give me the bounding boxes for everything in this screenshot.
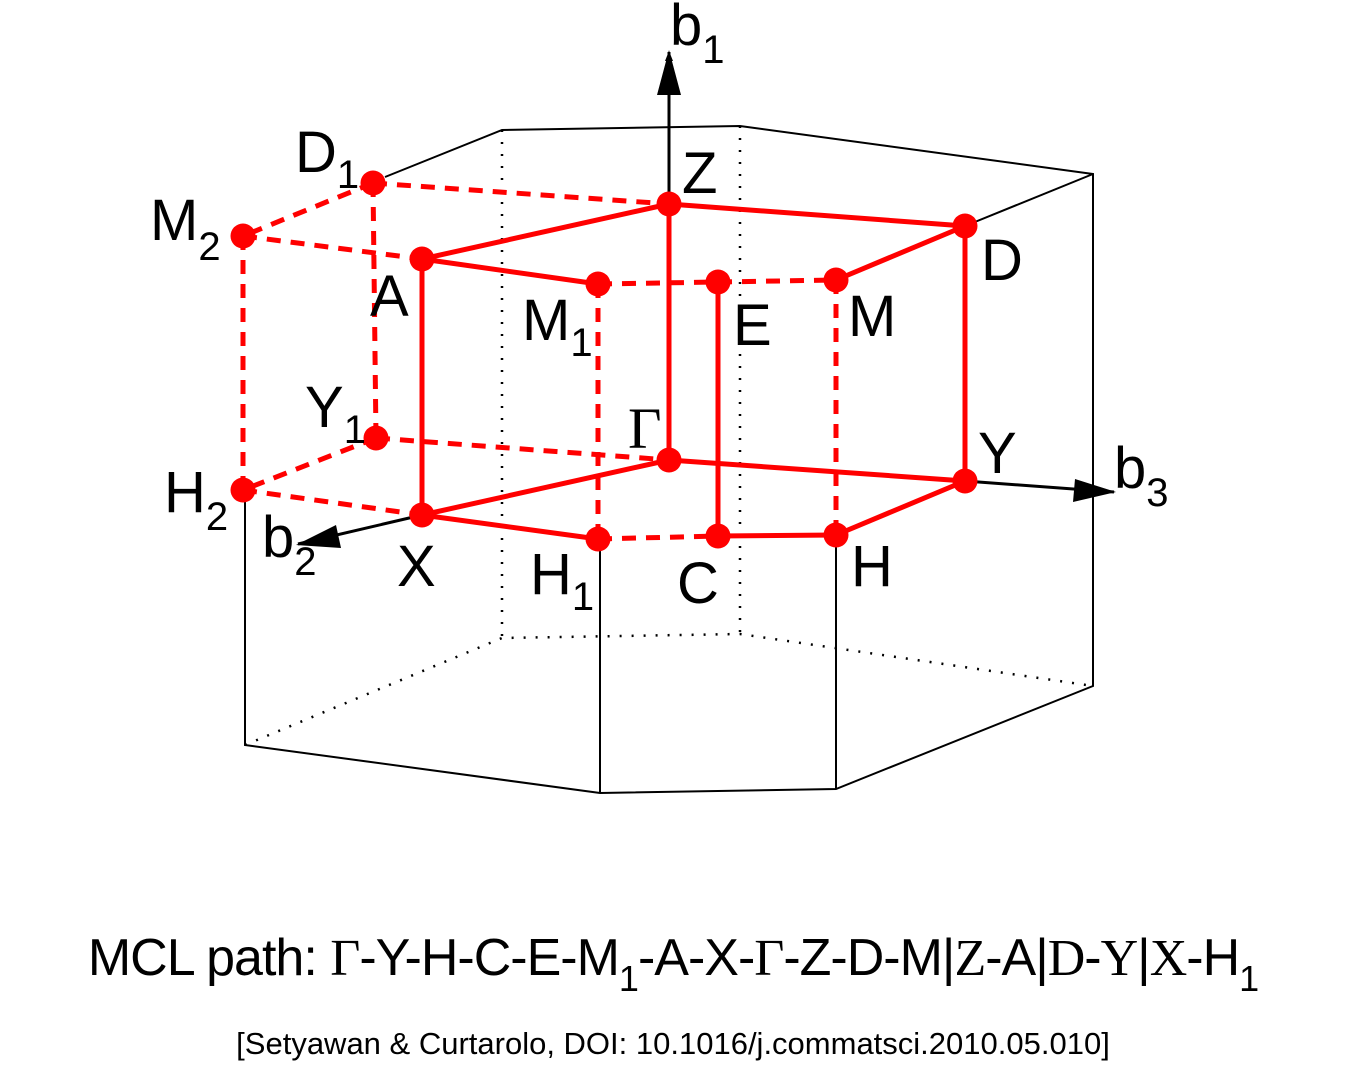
label-Y: Y <box>978 421 1017 486</box>
caption-segment: -H <box>1186 929 1240 987</box>
edge-Gamma-Y <box>668 457 966 484</box>
point-Gamma <box>656 447 682 473</box>
edge-M1-E <box>597 279 719 287</box>
caption-segment: Γ <box>330 930 360 987</box>
point-C <box>705 523 731 549</box>
label-b2: b2 <box>262 505 317 584</box>
caption-segment: Z <box>954 930 986 987</box>
label-M1: M1 <box>522 288 593 365</box>
caption-subscript: 1 <box>618 958 639 999</box>
edge-Y1-Gamma <box>375 435 670 463</box>
caption-segment: -A| <box>985 929 1049 987</box>
point-M2 <box>230 223 256 249</box>
edge-H2-X <box>242 487 423 518</box>
caption-segment: Γ <box>754 930 784 987</box>
caption-segment: - <box>1084 929 1101 987</box>
edge-H-Y <box>835 478 966 538</box>
caption-subscript: 1 <box>1239 958 1259 999</box>
label-Gamma: Γ <box>628 396 662 461</box>
caption-segment: D <box>1047 930 1086 987</box>
edge-X-H1 <box>421 512 599 542</box>
prism-frame <box>244 124 1094 795</box>
point-H <box>823 522 849 548</box>
edge-Z-D <box>668 201 966 229</box>
edge-Gamma-X <box>421 457 670 518</box>
edge-H1-C <box>597 533 719 542</box>
label-A: A <box>370 264 409 329</box>
label-H: H <box>851 534 893 599</box>
path-hidden-edges <box>240 180 839 542</box>
high-symmetry-points <box>230 170 978 552</box>
label-D: D <box>981 228 1023 293</box>
caption-segment: | <box>1137 929 1150 987</box>
caption-segment: -Z-D-M| <box>783 929 955 987</box>
label-E: E <box>733 293 772 358</box>
label-X: X <box>397 534 436 599</box>
path-solid-edges <box>419 201 968 542</box>
point-E <box>705 269 731 295</box>
edge-M2-A <box>242 233 423 262</box>
point-Y <box>952 468 978 494</box>
label-Y1: Y1 <box>305 375 366 452</box>
point-A <box>409 246 435 272</box>
label-H1: H1 <box>530 542 594 619</box>
labels: b1 b3 b2 Z D1 M2 A D M1 E M Y1 Γ Y H2 X … <box>150 0 1169 619</box>
edge-Z-A <box>421 201 670 262</box>
caption-segment: X <box>1149 930 1188 987</box>
citation: [Setyawan & Curtarolo, DOI: 10.1016/j.co… <box>236 1026 1110 1061</box>
edge-A-M1 <box>421 256 599 287</box>
edge-C-H <box>717 532 837 539</box>
point-M1 <box>585 271 611 297</box>
caption-prefix: MCL path: <box>87 929 331 987</box>
label-b3: b3 <box>1114 436 1169 515</box>
caption-segment: -A-X- <box>637 929 755 987</box>
caption-segment: Y <box>1100 930 1139 987</box>
point-M <box>823 267 849 293</box>
label-b1: b1 <box>670 0 725 72</box>
point-Z <box>656 191 682 217</box>
label-M2: M2 <box>150 188 221 269</box>
point-H1 <box>585 526 611 552</box>
label-M: M <box>848 284 896 349</box>
point-D <box>952 213 978 239</box>
axis-arrowheads <box>296 50 1116 548</box>
label-D1: D1 <box>295 120 359 197</box>
edge-D1-Y1 <box>370 182 379 439</box>
edge-D1-Z <box>372 180 670 207</box>
point-X <box>409 502 435 528</box>
point-D1 <box>360 170 386 196</box>
point-Y1 <box>363 425 389 451</box>
label-Z: Z <box>682 141 717 206</box>
path-caption: MCL path: Γ-Y-H-C-E-M1-A-X-Γ-Z-D-M|Z-A|D… <box>0 928 1346 1000</box>
label-H2: H2 <box>164 460 228 539</box>
point-H2 <box>230 477 256 503</box>
edge-M-D <box>835 223 966 283</box>
caption-segment: -Y-H-C-E-M <box>359 929 620 987</box>
edge-E-M <box>717 277 837 285</box>
label-C: C <box>677 551 719 616</box>
